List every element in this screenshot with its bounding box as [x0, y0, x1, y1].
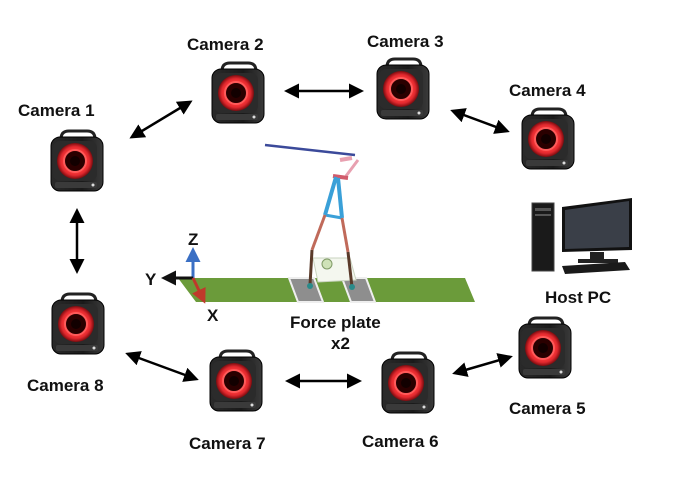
z-axis-label: Z — [188, 230, 199, 249]
camera-3-icon — [376, 57, 430, 120]
floor-mat — [178, 278, 475, 302]
camera-5-icon — [518, 316, 572, 379]
camera-8-icon — [51, 292, 105, 355]
arrow-camera1-camera2 — [129, 100, 193, 139]
x-axis — [191, 277, 206, 304]
camera-5-label: Camera 5 — [509, 399, 586, 418]
host-pc-icon — [531, 198, 632, 274]
coordinate-axes — [161, 247, 206, 304]
host-pc-label: Host PC — [545, 288, 612, 307]
force-plate-1 — [287, 277, 325, 303]
camera-2-icon — [211, 61, 265, 124]
camera-group — [50, 57, 575, 414]
force-plate-count: x2 — [331, 334, 350, 353]
camera-1-label: Camera 1 — [18, 101, 95, 120]
camera-3-label: Camera 3 — [367, 32, 444, 51]
camera-7-label: Camera 7 — [189, 434, 266, 453]
force-plate-label: Force plate — [290, 313, 381, 332]
camera-4-icon — [521, 107, 575, 170]
arrow-camera6-camera5 — [452, 353, 513, 377]
arrow-camera8-camera7 — [125, 351, 199, 382]
camera-2-label: Camera 2 — [187, 35, 264, 54]
connection-arrows — [69, 83, 513, 389]
camera-7-icon — [209, 349, 263, 412]
arrow-camera3-camera4 — [450, 108, 510, 134]
x-axis-label: X — [207, 306, 219, 325]
camera-6-label: Camera 6 — [362, 432, 439, 451]
camera-4-label: Camera 4 — [509, 81, 586, 100]
camera-6-icon — [381, 351, 435, 414]
y-axis-label: Y — [145, 270, 157, 289]
camera-8-label: Camera 8 — [27, 376, 104, 395]
camera-1-icon — [50, 129, 104, 192]
golfer-skeleton — [264, 143, 360, 290]
